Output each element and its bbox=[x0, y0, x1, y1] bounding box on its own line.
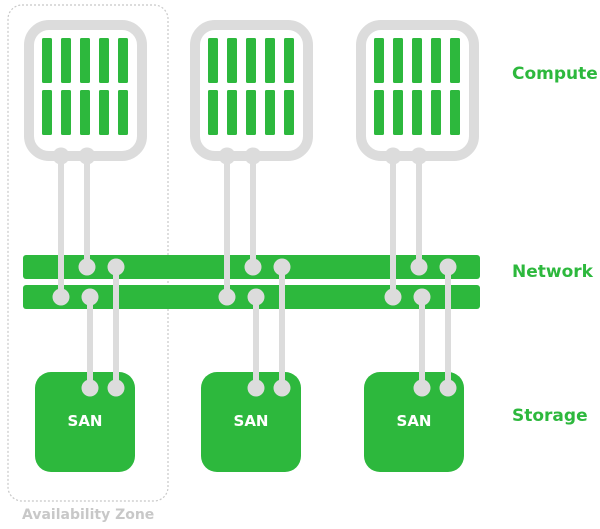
server-blade bbox=[227, 38, 237, 83]
server-blade bbox=[227, 90, 237, 135]
cable-junction bbox=[413, 288, 431, 306]
cable-junction bbox=[384, 147, 402, 165]
storage-layer-label: Storage bbox=[512, 406, 588, 426]
availability-zone-label: Availability Zone bbox=[22, 507, 155, 523]
server-blade bbox=[118, 38, 128, 83]
server-blade bbox=[208, 90, 218, 135]
server-blade bbox=[80, 90, 90, 135]
server-blade bbox=[431, 38, 441, 83]
server-blade bbox=[80, 38, 90, 83]
cable-junction bbox=[273, 379, 291, 397]
cable-junction bbox=[244, 258, 262, 276]
cable-junction bbox=[439, 258, 457, 276]
san-storage-icon bbox=[364, 372, 464, 472]
connectors-group bbox=[52, 147, 457, 397]
server-blade bbox=[284, 38, 294, 83]
cable-junction bbox=[78, 147, 96, 165]
san-label-1: SAN bbox=[67, 412, 103, 430]
server-blade bbox=[265, 90, 275, 135]
server-blade bbox=[431, 90, 441, 135]
compute-layer-label: Compute bbox=[512, 64, 598, 84]
server-blade bbox=[208, 38, 218, 83]
cable-junction bbox=[384, 288, 402, 306]
server-blade bbox=[393, 38, 403, 83]
server-blade bbox=[61, 38, 71, 83]
server-blade bbox=[450, 38, 460, 83]
racks-group bbox=[24, 20, 479, 472]
server-blade bbox=[412, 90, 422, 135]
cable-junction bbox=[107, 379, 125, 397]
cable-junction bbox=[439, 379, 457, 397]
san-storage-icon bbox=[35, 372, 135, 472]
server-blade bbox=[246, 90, 256, 135]
server-blade bbox=[99, 90, 109, 135]
cable-junction bbox=[218, 147, 236, 165]
cable-junction bbox=[107, 258, 125, 276]
server-blade bbox=[265, 38, 275, 83]
server-blade bbox=[99, 38, 109, 83]
availability-zone-boundary bbox=[7, 4, 169, 502]
server-blade bbox=[374, 38, 384, 83]
server-blade bbox=[118, 90, 128, 135]
cable-junction bbox=[410, 147, 428, 165]
server-blade bbox=[42, 38, 52, 83]
server-blade bbox=[393, 90, 403, 135]
cable-junction bbox=[273, 258, 291, 276]
cable-junction bbox=[247, 379, 265, 397]
server-blade bbox=[284, 90, 294, 135]
cable-junction bbox=[81, 288, 99, 306]
server-blade bbox=[412, 38, 422, 83]
server-blade bbox=[374, 90, 384, 135]
san-label-2: SAN bbox=[233, 412, 269, 430]
rack-1 bbox=[24, 20, 147, 472]
cable-junction bbox=[413, 379, 431, 397]
cable-junction bbox=[81, 379, 99, 397]
cable-junction bbox=[218, 288, 236, 306]
server-blade bbox=[61, 90, 71, 135]
cable-junction bbox=[247, 288, 265, 306]
cable-junction bbox=[52, 288, 70, 306]
san-label-3: SAN bbox=[396, 412, 432, 430]
server-blade bbox=[42, 90, 52, 135]
cable-junction bbox=[410, 258, 428, 276]
cable-junction bbox=[244, 147, 262, 165]
san-storage-icon bbox=[201, 372, 301, 472]
network-layer-label: Network bbox=[512, 262, 593, 282]
server-blade bbox=[246, 38, 256, 83]
server-blade bbox=[450, 90, 460, 135]
cable-junction bbox=[78, 258, 96, 276]
cable-junction bbox=[52, 147, 70, 165]
